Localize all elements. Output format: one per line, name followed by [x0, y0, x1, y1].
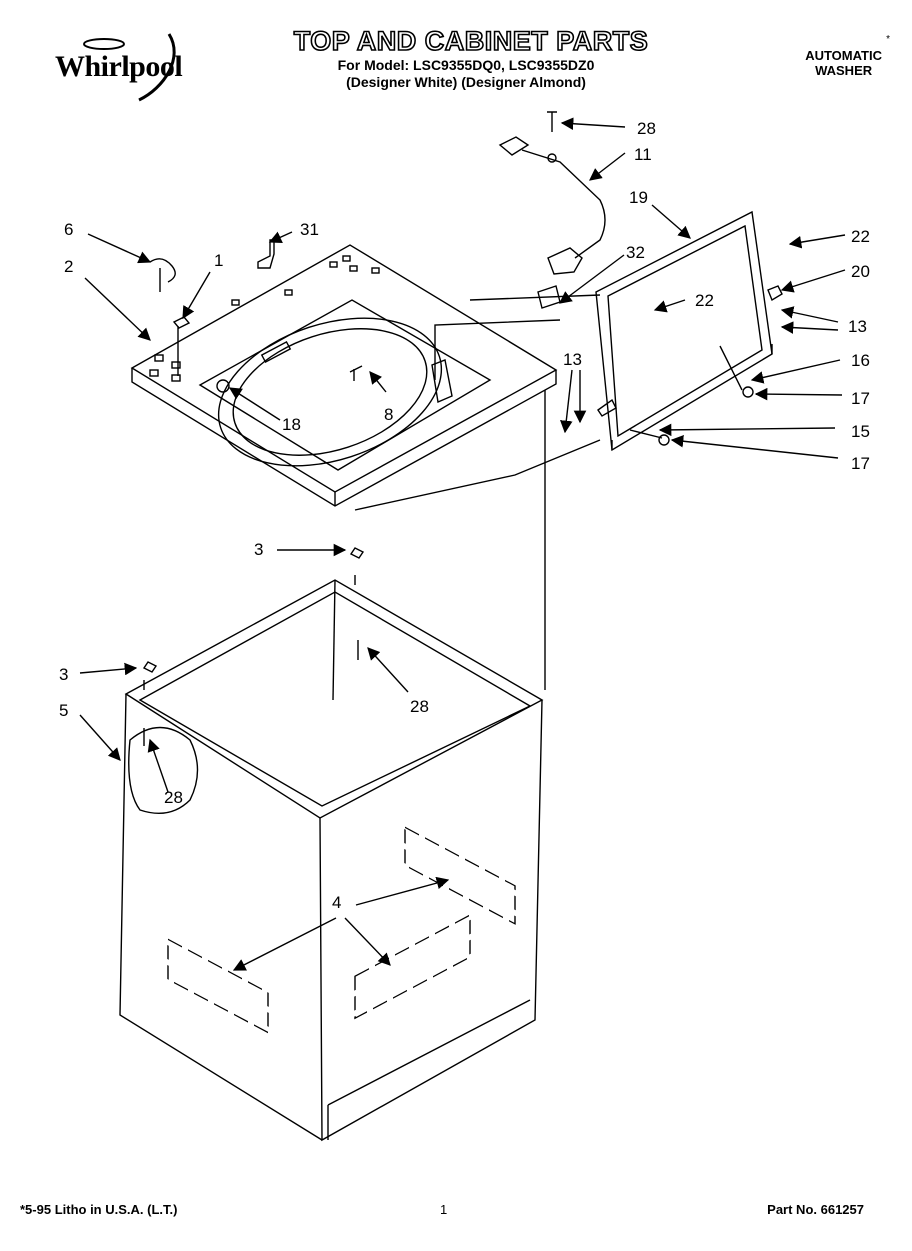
screw: [143, 575, 359, 746]
callout-3-clip-left: 3: [59, 665, 68, 684]
callout-19-lid: 19: [629, 188, 648, 207]
tub-ring-screw: [349, 365, 363, 381]
callout-17-bushing-upper: 17: [851, 389, 870, 408]
callout-5-cabinet: 5: [59, 701, 68, 720]
callout-22-bumper-top: 22: [851, 227, 870, 246]
callout-11-lid-switch: 11: [634, 145, 652, 164]
callout-28-switch-screw: 28: [637, 119, 656, 138]
callout-20-hinge: 20: [851, 262, 870, 281]
litho-note: *5-95 Litho in U.S.A. (L.T.): [20, 1202, 178, 1217]
callout-13-screws-right: 13: [848, 317, 867, 336]
product-type: AUTOMATIC WASHER: [805, 48, 882, 78]
lid: [595, 210, 783, 452]
callout-32-actuator: 32: [626, 243, 645, 262]
callout-2-top-panel: 2: [64, 257, 73, 276]
callout-8-screw: 8: [384, 405, 393, 424]
page-header: TOP AND CABINET PARTS For Model: LSC9355…: [0, 25, 912, 91]
product-line-2: WASHER: [815, 63, 873, 78]
callout-17-bushing-lower: 17: [851, 454, 870, 473]
brand-logo: [44, 28, 204, 108]
callout-28-inner-screw: 28: [164, 788, 183, 807]
product-line-1: AUTOMATIC: [805, 48, 882, 63]
callout-13-screws-left: 13: [563, 350, 582, 369]
hinge-pin: [172, 316, 191, 376]
callout-18-grommet: 18: [282, 415, 301, 434]
brand-name: Whirlpool: [55, 50, 183, 83]
header-mark: *: [886, 34, 890, 45]
cabinet: [119, 579, 544, 1142]
model-line: For Model: LSC9355DQ0, LSC9355DZ0: [337, 57, 595, 73]
callout-15-hinge-rod: 15: [851, 422, 870, 441]
callout-22-bumper-left: 22: [695, 291, 714, 310]
part-number: Part No. 661257: [767, 1202, 864, 1217]
callout-16-hinge-rod: 16: [851, 351, 870, 370]
callout-28-cabinet-screw: 28: [410, 697, 429, 716]
top-panel: [130, 244, 558, 507]
callout-1-hinge-pin: 1: [214, 251, 223, 270]
callout-31-bracket: 31: [300, 220, 319, 239]
callout-4-pads: 4: [332, 893, 341, 912]
lid-switch-assembly: [498, 111, 606, 309]
lid-bracket: [257, 239, 275, 269]
page-number: 1: [440, 1202, 448, 1217]
logo-swirl-icon: [83, 33, 176, 102]
page-title: TOP AND CABINET PARTS: [293, 25, 649, 57]
callout-3-clip-upper: 3: [254, 540, 263, 559]
hinge-clip: [149, 258, 176, 292]
clip: [142, 547, 365, 673]
callout-6-hinge-clip: 6: [64, 220, 73, 239]
color-line: (Designer White) (Designer Almond): [346, 74, 586, 90]
